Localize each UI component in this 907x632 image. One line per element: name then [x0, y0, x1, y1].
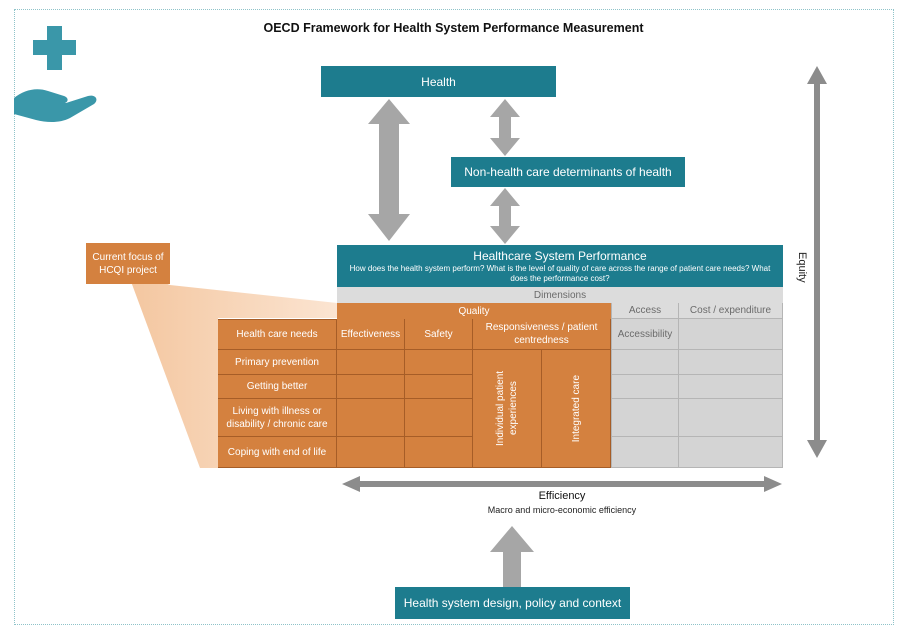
context-box: Health system design, policy and context [395, 587, 630, 619]
grid-cell [611, 437, 679, 468]
efficiency-arrow [342, 476, 782, 492]
performance-box: Healthcare System Performance How does t… [337, 245, 783, 287]
accessibility-header: Accessibility [611, 319, 679, 350]
equity-label: Equity [796, 251, 808, 283]
efficiency-subtitle: Macro and micro-economic efficiency [487, 505, 637, 515]
diagram-frame [14, 9, 894, 625]
individual-experiences-column: Individual patient experiences [473, 350, 542, 468]
quality-header: Quality [337, 303, 611, 319]
individual-experiences-label: Individual patient experiences [495, 370, 519, 447]
grid-cell [611, 375, 679, 399]
need-health-care-needs: Health care needs [218, 319, 337, 350]
performance-subtitle: How does the health system perform? What… [349, 263, 771, 283]
need-primary-prevention: Primary prevention [218, 350, 337, 375]
grid-cell [679, 437, 783, 468]
grid-cell [405, 375, 473, 399]
responsiveness-header: Responsiveness / patient centredness [473, 319, 611, 350]
grid-cell [337, 399, 405, 437]
context-arrow [490, 526, 534, 588]
health-performance-arrow [368, 99, 410, 241]
grid-cell [337, 437, 405, 468]
performance-title: Healthcare System Performance [473, 248, 647, 263]
cost-header: Cost / expenditure [679, 303, 783, 319]
grid-cell [337, 375, 405, 399]
equity-label-wrap: Equity [788, 251, 816, 283]
nonhealth-performance-arrow [490, 188, 520, 244]
page-title: OECD Framework for Health System Perform… [263, 21, 644, 35]
grid-cell [337, 350, 405, 375]
non-health-determinants-box: Non-health care determinants of health [451, 157, 685, 187]
equity-arrow [807, 66, 827, 458]
access-header: Access [611, 303, 679, 319]
health-nonhealth-arrow [490, 99, 520, 156]
focus-label-box: Current focus of HCQI project [86, 243, 170, 284]
dimensions-bar: Dimensions [337, 287, 783, 303]
grid-cell [405, 399, 473, 437]
grid-cell [679, 375, 783, 399]
health-box: Health [321, 66, 556, 97]
focus-funnel [126, 268, 337, 468]
need-chronic-care: Living with illness or disability / chro… [218, 399, 337, 437]
integrated-care-column: Integrated care [542, 350, 611, 468]
grid-cell [679, 319, 783, 350]
grid-cell [405, 350, 473, 375]
grid-cell [611, 350, 679, 375]
effectiveness-header: Effectiveness [337, 319, 405, 350]
integrated-care-label: Integrated care [570, 374, 582, 443]
health-care-icon [14, 26, 97, 123]
grid-cell [679, 350, 783, 375]
need-end-of-life: Coping with end of life [218, 437, 337, 468]
safety-header: Safety [405, 319, 473, 350]
grid-cell [679, 399, 783, 437]
grid-cell [611, 399, 679, 437]
need-getting-better: Getting better [218, 375, 337, 399]
efficiency-label: Efficiency [538, 490, 586, 502]
grid-cell [405, 437, 473, 468]
